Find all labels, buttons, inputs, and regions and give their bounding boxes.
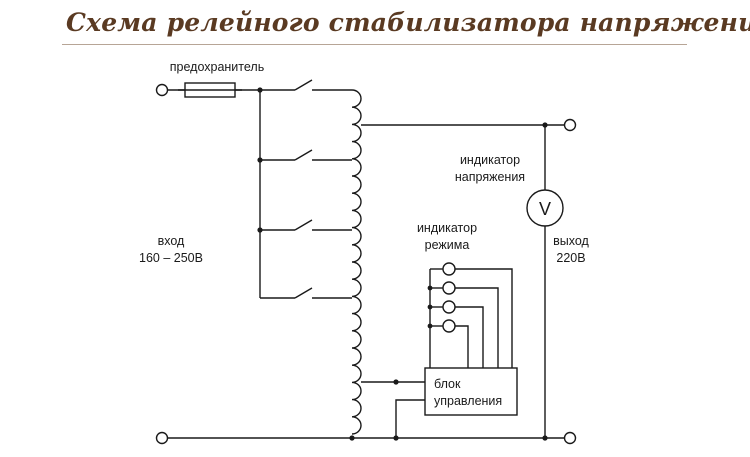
control-unit-label-2: управления (434, 394, 502, 408)
title-divider (62, 44, 687, 45)
mode-indicator-label-2: режима (425, 238, 470, 252)
junction-dot (349, 435, 355, 441)
output-label: выход (553, 234, 589, 248)
mode-indicator-lamp-3 (430, 300, 484, 368)
autotransformer-winding (351, 89, 362, 435)
output-terminal-top (563, 118, 577, 132)
input-terminal-bottom (155, 431, 169, 445)
relay-contact-2 (260, 149, 352, 161)
fuse-label: предохранитель (170, 60, 264, 74)
relay-contact-3 (260, 219, 352, 231)
input-terminal-top (155, 83, 169, 97)
junction-dot (393, 379, 399, 385)
voltage-indicator-label-2: напряжения (455, 170, 525, 184)
control-unit-block (424, 367, 518, 416)
junction-dot (257, 87, 263, 93)
mode-indicator-label: индикатор (417, 221, 477, 235)
mode-indicator-lamp-4 (430, 319, 469, 368)
output-terminal-bottom (563, 431, 577, 445)
voltage-indicator-label: индикатор (460, 153, 520, 167)
mode-indicator-lamp-1 (430, 262, 513, 368)
control-unit-label: блок (434, 377, 461, 391)
page-title: Схема релейного стабилизатора напряжения (66, 8, 750, 37)
input-label: вход (158, 234, 185, 248)
relay-contact-4 (260, 287, 352, 299)
control-return-wire (395, 399, 425, 438)
input-voltage-label: 160 – 250В (139, 251, 203, 265)
voltmeter-label: V (539, 199, 551, 219)
relay-contact-1 (294, 79, 352, 91)
mode-indicator-lamp-2 (430, 281, 499, 368)
output-voltage-label: 220В (556, 251, 585, 265)
